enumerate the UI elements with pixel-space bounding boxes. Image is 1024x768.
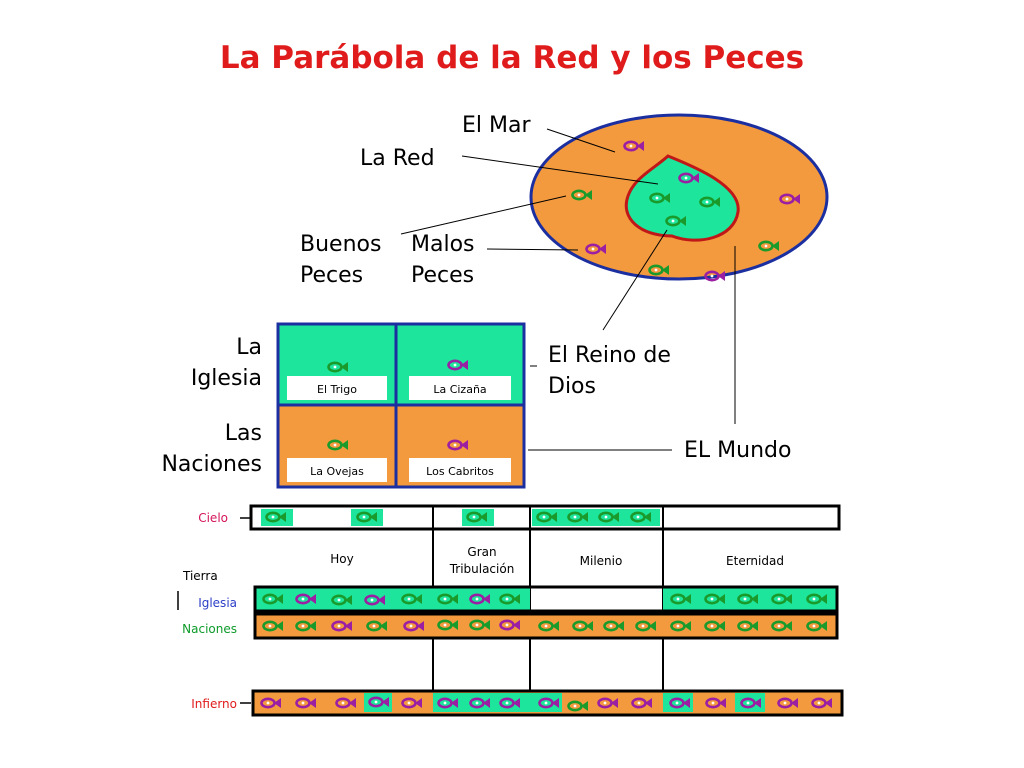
label-la: La xyxy=(236,335,262,360)
label-naciones: Naciones xyxy=(161,452,262,477)
label-malos: Malos xyxy=(411,232,475,257)
label-la-cizana: La Cizaña xyxy=(433,383,486,396)
label-gran: Gran xyxy=(467,545,496,559)
page-title: La Parábola de la Red y los Peces xyxy=(219,40,805,76)
label-dios: Dios xyxy=(548,374,596,399)
leader-lines xyxy=(400,128,736,451)
label-buenos-peces: Peces xyxy=(300,263,363,288)
label-el-mundo: EL Mundo xyxy=(684,438,791,463)
label-eternidad: Eternidad xyxy=(726,554,784,568)
label-hoy: Hoy xyxy=(330,552,353,566)
label-naciones-row: Naciones xyxy=(182,622,237,636)
timeline: Cielo Tierra Iglesia Naciones Infierno H… xyxy=(177,504,844,717)
label-tribulacion: Tribulación xyxy=(449,562,515,576)
label-tierra: Tierra xyxy=(182,569,218,583)
label-el-trigo: El Trigo xyxy=(317,383,357,396)
church-nations-grid: El Trigo La Cizaña La Ovejas Los Cabrito… xyxy=(276,322,526,489)
label-malos-peces: Peces xyxy=(411,263,474,288)
label-iglesia: Iglesia xyxy=(191,366,262,391)
label-el-mar: El Mar xyxy=(462,113,531,138)
label-la-red: La Red xyxy=(360,146,435,171)
label-reino: El Reino de xyxy=(548,343,671,368)
label-buenos: Buenos xyxy=(300,232,381,257)
label-milenio: Milenio xyxy=(580,554,623,568)
label-la-ovejas: La Ovejas xyxy=(310,465,364,478)
net xyxy=(624,154,740,242)
label-infierno: Infierno xyxy=(191,697,237,711)
label-iglesia-row: Iglesia xyxy=(198,596,237,610)
label-cielo: Cielo xyxy=(198,511,228,525)
label-las: Las xyxy=(225,421,262,446)
label-los-cabritos: Los Cabritos xyxy=(426,465,494,478)
